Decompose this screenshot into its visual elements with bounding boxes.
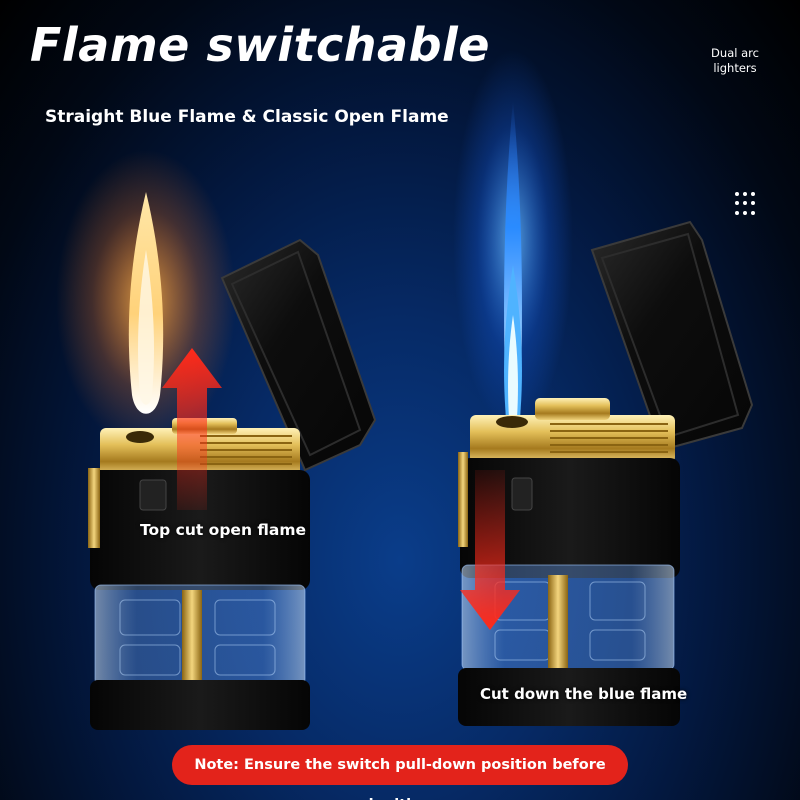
right-lighter (453, 50, 754, 726)
arrow-down-icon (460, 470, 520, 630)
label-top-cut-open-flame: Top cut open flame (140, 521, 306, 539)
arrow-up-icon (162, 348, 222, 510)
ignition-note-banner: Note: Ensure the switch pull-down positi… (172, 745, 628, 800)
subtitle: Straight Blue Flame & Classic Open Flame (45, 107, 449, 127)
badge-line-2: lighters (713, 61, 757, 75)
dots-grid-icon[interactable] (735, 192, 759, 216)
badge-line-1: Dual arc (711, 46, 759, 60)
label-cut-down-blue-flame: Cut down the blue flame (480, 685, 688, 703)
dual-arc-badge: Dual arc lighters (700, 46, 770, 76)
left-lighter (56, 150, 377, 730)
page-title: Flame switchable (30, 18, 490, 72)
